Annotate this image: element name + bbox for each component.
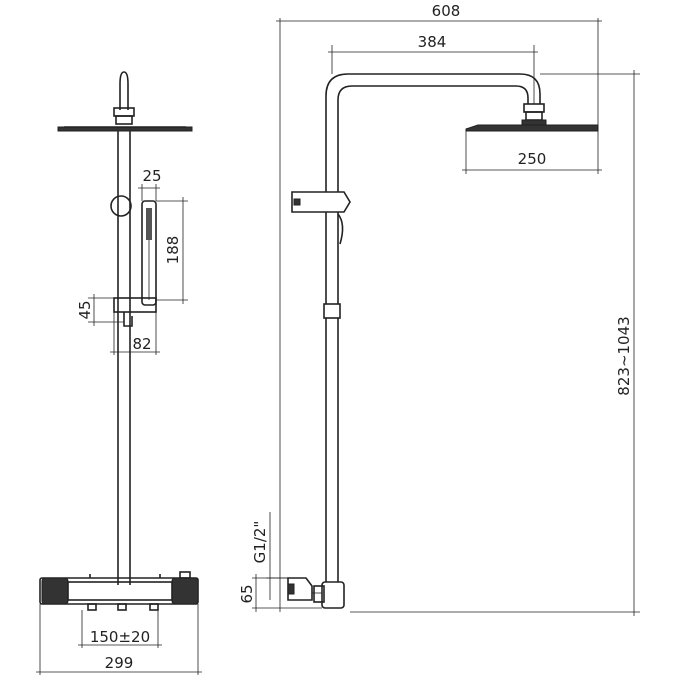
front-hand-shower bbox=[141, 200, 157, 306]
dim-handshower-width: 25 bbox=[138, 167, 162, 201]
front-holder bbox=[113, 297, 157, 327]
dim-holder-height: 45 bbox=[76, 294, 124, 326]
label-handshower-width: 25 bbox=[142, 167, 161, 185]
label-holder-depth: 82 bbox=[132, 335, 151, 353]
label-handshower-length: 188 bbox=[164, 236, 182, 265]
label-head-diameter: 250 bbox=[518, 150, 547, 168]
side-inlet-mixer bbox=[287, 577, 345, 609]
dim-handshower-length: 188 bbox=[156, 197, 188, 304]
front-riser-pipe bbox=[117, 131, 131, 585]
dim-inlet-spacing: 150±20 bbox=[78, 610, 162, 648]
side-view: 608 384 250 823~1043 G1/2" bbox=[238, 2, 640, 616]
label-inlet-offset: 65 bbox=[238, 584, 256, 603]
label-overall-width: 608 bbox=[432, 2, 461, 20]
label-arm-reach: 384 bbox=[418, 33, 447, 51]
label-inlet-thread: G1/2" bbox=[251, 521, 269, 564]
dim-mixer-width: 299 bbox=[36, 604, 202, 675]
side-slider bbox=[291, 191, 351, 245]
label-inlet-spacing: 150±20 bbox=[90, 628, 150, 646]
label-adjustable-height: 823~1043 bbox=[615, 316, 633, 395]
side-shower-head bbox=[465, 103, 599, 132]
front-view: 25 188 45 82 150±20 bbox=[36, 71, 202, 675]
front-shower-head bbox=[57, 71, 193, 132]
dim-inlet-thread: G1/2" bbox=[251, 512, 288, 600]
slider-knob bbox=[110, 195, 132, 217]
dim-inlet-offset: 65 bbox=[238, 574, 322, 612]
dim-overall-width: 608 bbox=[276, 2, 602, 612]
dim-arm-reach: 384 bbox=[328, 33, 538, 104]
dim-holder-depth: 82 bbox=[110, 312, 160, 355]
side-riser-and-arm bbox=[323, 73, 541, 582]
front-mixer-bar bbox=[39, 571, 199, 611]
dim-head-diameter: 250 bbox=[462, 131, 602, 174]
label-mixer-width: 299 bbox=[105, 654, 134, 672]
label-holder-height: 45 bbox=[76, 300, 94, 319]
dim-adjustable-height: 823~1043 bbox=[350, 70, 640, 616]
